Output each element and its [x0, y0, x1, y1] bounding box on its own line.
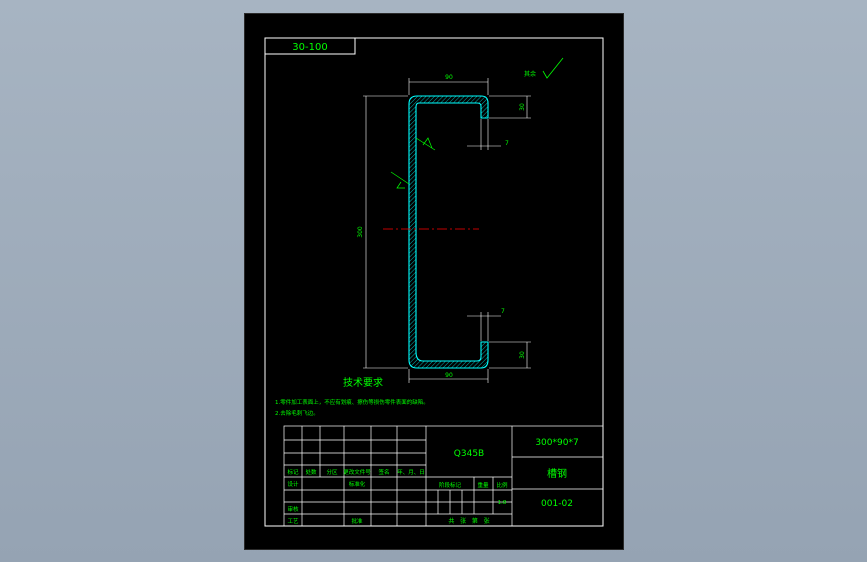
code-box-text: 30-100 — [292, 42, 327, 53]
dim-top-flange-text: 30 — [519, 103, 526, 111]
weight-label: 重量 — [477, 481, 489, 489]
process-label: 工艺 — [287, 518, 299, 525]
header-count: 处数 — [305, 468, 317, 476]
approve-label: 批准 — [351, 517, 363, 525]
dim-top-thickness-text: 7 — [505, 140, 509, 147]
stage-mark-label: 阶段标记 — [439, 481, 462, 489]
title-block — [283, 425, 604, 527]
channel-section — [408, 95, 489, 369]
drawing-no-text: 001-02 — [541, 499, 573, 509]
drawing-sheet: 30-100 其余 90 30 7 300 — [244, 13, 624, 550]
dim-bottom-flange: 30 — [489, 341, 531, 369]
dim-top-flange: 30 — [489, 95, 531, 119]
dim-bottom-width-text: 90 — [445, 372, 453, 379]
header-change-doc: 更改文件号 — [343, 468, 371, 476]
spec-text: 300*90*7 — [535, 438, 578, 448]
review-label: 审核 — [287, 505, 299, 513]
header-date: 年、月、日 — [397, 468, 425, 476]
sheets-text: 共 张 第 张 — [448, 517, 489, 525]
roughness-symbol-icon — [542, 57, 564, 79]
dim-bottom-thickness: 7 — [467, 308, 505, 341]
part-name-text: 槽钢 — [547, 467, 567, 480]
material-text: Q345B — [454, 449, 484, 459]
cad-drawing: 30-100 其余 90 30 7 300 — [264, 37, 604, 527]
tech-req-item-2: 2.去除毛刺飞边。 — [275, 409, 319, 417]
dim-height-text: 300 — [357, 226, 364, 238]
dim-bottom-width: 90 — [408, 369, 489, 383]
channel-outline — [408, 95, 489, 369]
scale-value: 1:8 — [498, 500, 507, 506]
dim-top-thickness: 7 — [467, 119, 509, 150]
dim-top-width-text: 90 — [445, 74, 453, 81]
roughness-note: 其余 — [524, 70, 536, 78]
header-zone: 分区 — [326, 468, 338, 476]
dim-bottom-flange-text: 30 — [519, 351, 526, 359]
dim-top-width: 90 — [408, 74, 489, 95]
tech-req-item-1: 1.零件加工表面上，不应有划痕、擦伤等损伤零件表面的缺陷。 — [275, 398, 429, 406]
roughness-leader-upper-icon — [415, 137, 436, 151]
code-box — [264, 37, 356, 55]
dim-bottom-thickness-text: 7 — [501, 308, 505, 315]
standardize-label: 标准化 — [349, 480, 366, 488]
dim-height: 300 — [357, 95, 408, 369]
design-label: 设计 — [287, 480, 299, 488]
header-signature: 签名 — [378, 468, 389, 476]
header-mark: 标记 — [287, 468, 299, 476]
roughness-leader-lower-icon — [390, 171, 410, 189]
tech-req-title: 技术要求 — [343, 376, 383, 389]
scale-label: 比例 — [496, 481, 508, 489]
